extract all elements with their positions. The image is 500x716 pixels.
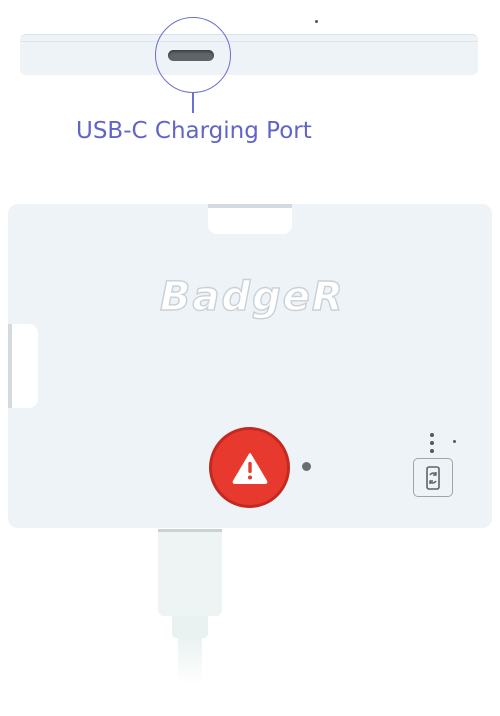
cable-wire	[178, 638, 202, 684]
status-led	[302, 462, 311, 471]
side-cutout	[8, 324, 38, 408]
cable-strain-relief	[172, 616, 208, 638]
top-notch	[208, 204, 292, 234]
indicator-dot-small	[453, 440, 456, 443]
edge-pinhole	[315, 20, 318, 23]
warning-triangle-icon	[232, 452, 267, 484]
nfc-button[interactable]	[413, 458, 453, 497]
alert-button[interactable]	[209, 427, 290, 508]
phone-rotate-icon	[426, 465, 440, 490]
indicator-dot	[430, 433, 434, 437]
indicator-dots	[430, 433, 435, 455]
device-top-edge	[20, 34, 478, 75]
indicator-dot	[430, 449, 434, 453]
brand-logo: BadgeR+	[158, 270, 379, 324]
callout-label: USB-C Charging Port	[76, 118, 312, 144]
callout-leader-line	[192, 93, 194, 113]
usb-c-plug	[158, 529, 222, 616]
brand-logo-svg: BadgeR+	[159, 273, 379, 320]
indicator-dot	[430, 441, 434, 445]
brand-logo-text: BadgeR+	[160, 274, 348, 320]
port-highlight-circle	[155, 17, 231, 93]
